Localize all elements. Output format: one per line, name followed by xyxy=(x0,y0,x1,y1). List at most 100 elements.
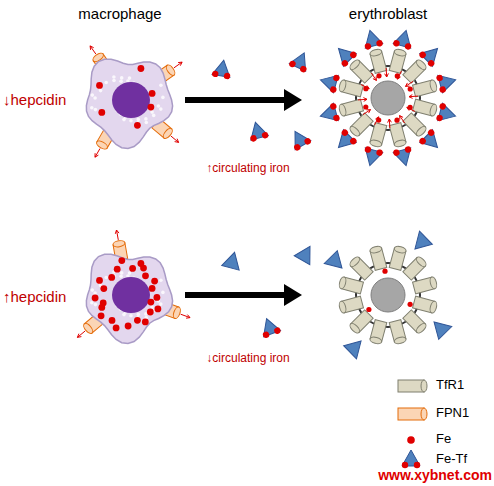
cytoplasm-texture xyxy=(161,291,165,295)
fe-tf-symbol xyxy=(318,103,340,125)
iron-dot xyxy=(118,257,125,264)
legend-label: Fe-Tf xyxy=(436,452,491,467)
tfr1-receptor xyxy=(413,79,438,97)
iron-dot xyxy=(147,309,154,316)
legend-label: Fe xyxy=(436,432,491,447)
iron-dot xyxy=(140,265,147,272)
tfr1-receptor xyxy=(389,48,407,73)
cytoplasm-texture xyxy=(90,301,94,305)
tfr1-receptor xyxy=(348,58,373,83)
cytoplasm-texture xyxy=(159,279,163,283)
iron-dot xyxy=(408,105,413,110)
fe-tf-symbol xyxy=(436,103,458,125)
legend-fpn1-symbol xyxy=(398,408,427,420)
tfr1-receptor xyxy=(369,320,387,345)
iron-dot xyxy=(363,104,368,109)
iron-flow-arrow xyxy=(174,62,182,68)
iron-flow-arrow xyxy=(181,314,190,318)
iron-dot xyxy=(98,312,105,319)
fe-tf-symbol xyxy=(393,146,415,168)
erythroblast-nucleus xyxy=(371,81,405,115)
cytoplasm-texture xyxy=(159,107,163,111)
iron-flow-arrow xyxy=(388,119,392,128)
iron-level: ↓circulating iron xyxy=(200,352,296,366)
iron-dot xyxy=(100,300,107,307)
cytoplasm-texture xyxy=(159,84,163,88)
macrophage-cell xyxy=(86,254,172,343)
iron-dot xyxy=(148,299,155,306)
fe-tf-symbol xyxy=(393,28,415,50)
fe-tf-symbol xyxy=(288,49,312,73)
cytoplasm-texture xyxy=(112,75,116,79)
cytoplasm-texture xyxy=(145,121,149,125)
legend-label: TfR1 xyxy=(436,378,491,393)
column-heading: erythroblast xyxy=(328,5,448,22)
fe-tf-symbol xyxy=(318,71,340,93)
iron-dot xyxy=(108,274,115,281)
tfr1-receptor xyxy=(403,58,428,83)
iron-dot xyxy=(155,306,162,313)
tfr1-receptor xyxy=(348,310,373,335)
tfr1-receptor xyxy=(413,296,438,314)
iron-dot xyxy=(96,82,103,89)
cytoplasm-texture xyxy=(99,89,103,93)
tfr1-receptor xyxy=(348,255,373,280)
iron-dot xyxy=(92,295,99,302)
fe-tf-symbol xyxy=(436,71,458,93)
iron-dot xyxy=(113,325,120,332)
cytoplasm-texture xyxy=(104,81,108,85)
iron-dot xyxy=(96,277,103,284)
fe-tf-symbol xyxy=(361,146,383,168)
iron-dot xyxy=(142,272,149,279)
iron-dot xyxy=(408,86,413,91)
tfr1-receptor xyxy=(338,99,363,117)
cytoplasm-texture xyxy=(104,276,108,280)
iron-dot xyxy=(363,86,368,91)
tfr1-receptor xyxy=(369,48,387,73)
cytoplasm-texture xyxy=(161,96,165,100)
iron-dot xyxy=(138,65,145,72)
iron-dot xyxy=(149,90,156,97)
tfr1-receptor xyxy=(338,296,363,314)
fe-tf-symbol xyxy=(258,315,282,338)
iron-level: ↑circulating iron xyxy=(200,162,296,176)
hepcidin-level: ↑hepcidin xyxy=(3,288,83,305)
macrophage-nucleus xyxy=(112,82,150,118)
iron-dot xyxy=(149,285,156,292)
tfr1-receptor xyxy=(413,99,438,117)
erythroblast-nucleus xyxy=(371,278,405,312)
fe-tf-symbol xyxy=(402,450,420,468)
iron-flow-arrow xyxy=(363,110,371,115)
tfr1-receptor xyxy=(403,255,428,280)
flow-arrow xyxy=(185,89,302,111)
cytoplasm-texture xyxy=(129,314,133,318)
hepcidin-level: ↓hepcidin xyxy=(3,91,83,108)
fe-tf-symbol xyxy=(294,242,318,265)
iron-flow-arrow xyxy=(358,98,367,102)
iron-flow-arrow xyxy=(95,149,100,158)
iron-flow-arrow xyxy=(171,136,179,142)
cytoplasm-texture xyxy=(119,79,123,83)
tfr1-receptor xyxy=(348,113,373,138)
cytoplasm-texture xyxy=(137,313,141,317)
cytoplasm-texture xyxy=(90,106,94,110)
tfr1-receptor xyxy=(338,79,363,97)
fe-tf-symbol xyxy=(411,229,433,249)
cytoplasm-texture xyxy=(94,303,98,307)
iron-dot xyxy=(394,118,399,123)
fe-tf-symbol xyxy=(418,42,444,68)
cytoplasm-texture xyxy=(120,271,124,275)
cytoplasm-texture xyxy=(93,96,97,100)
fe-tf-symbol xyxy=(418,128,444,154)
iron-flow-arrow xyxy=(400,116,405,124)
cytoplasm-texture xyxy=(112,79,116,83)
cytoplasm-texture xyxy=(144,117,148,121)
iron-dot xyxy=(134,122,141,129)
cytoplasm-texture xyxy=(94,108,98,112)
cytoplasm-texture xyxy=(152,114,156,118)
cytoplasm-texture xyxy=(150,305,154,309)
macrophage-cell xyxy=(86,59,172,148)
iron-dot xyxy=(98,109,105,116)
tfr1-receptor xyxy=(338,276,363,294)
fe-tf-symbol xyxy=(247,120,269,142)
